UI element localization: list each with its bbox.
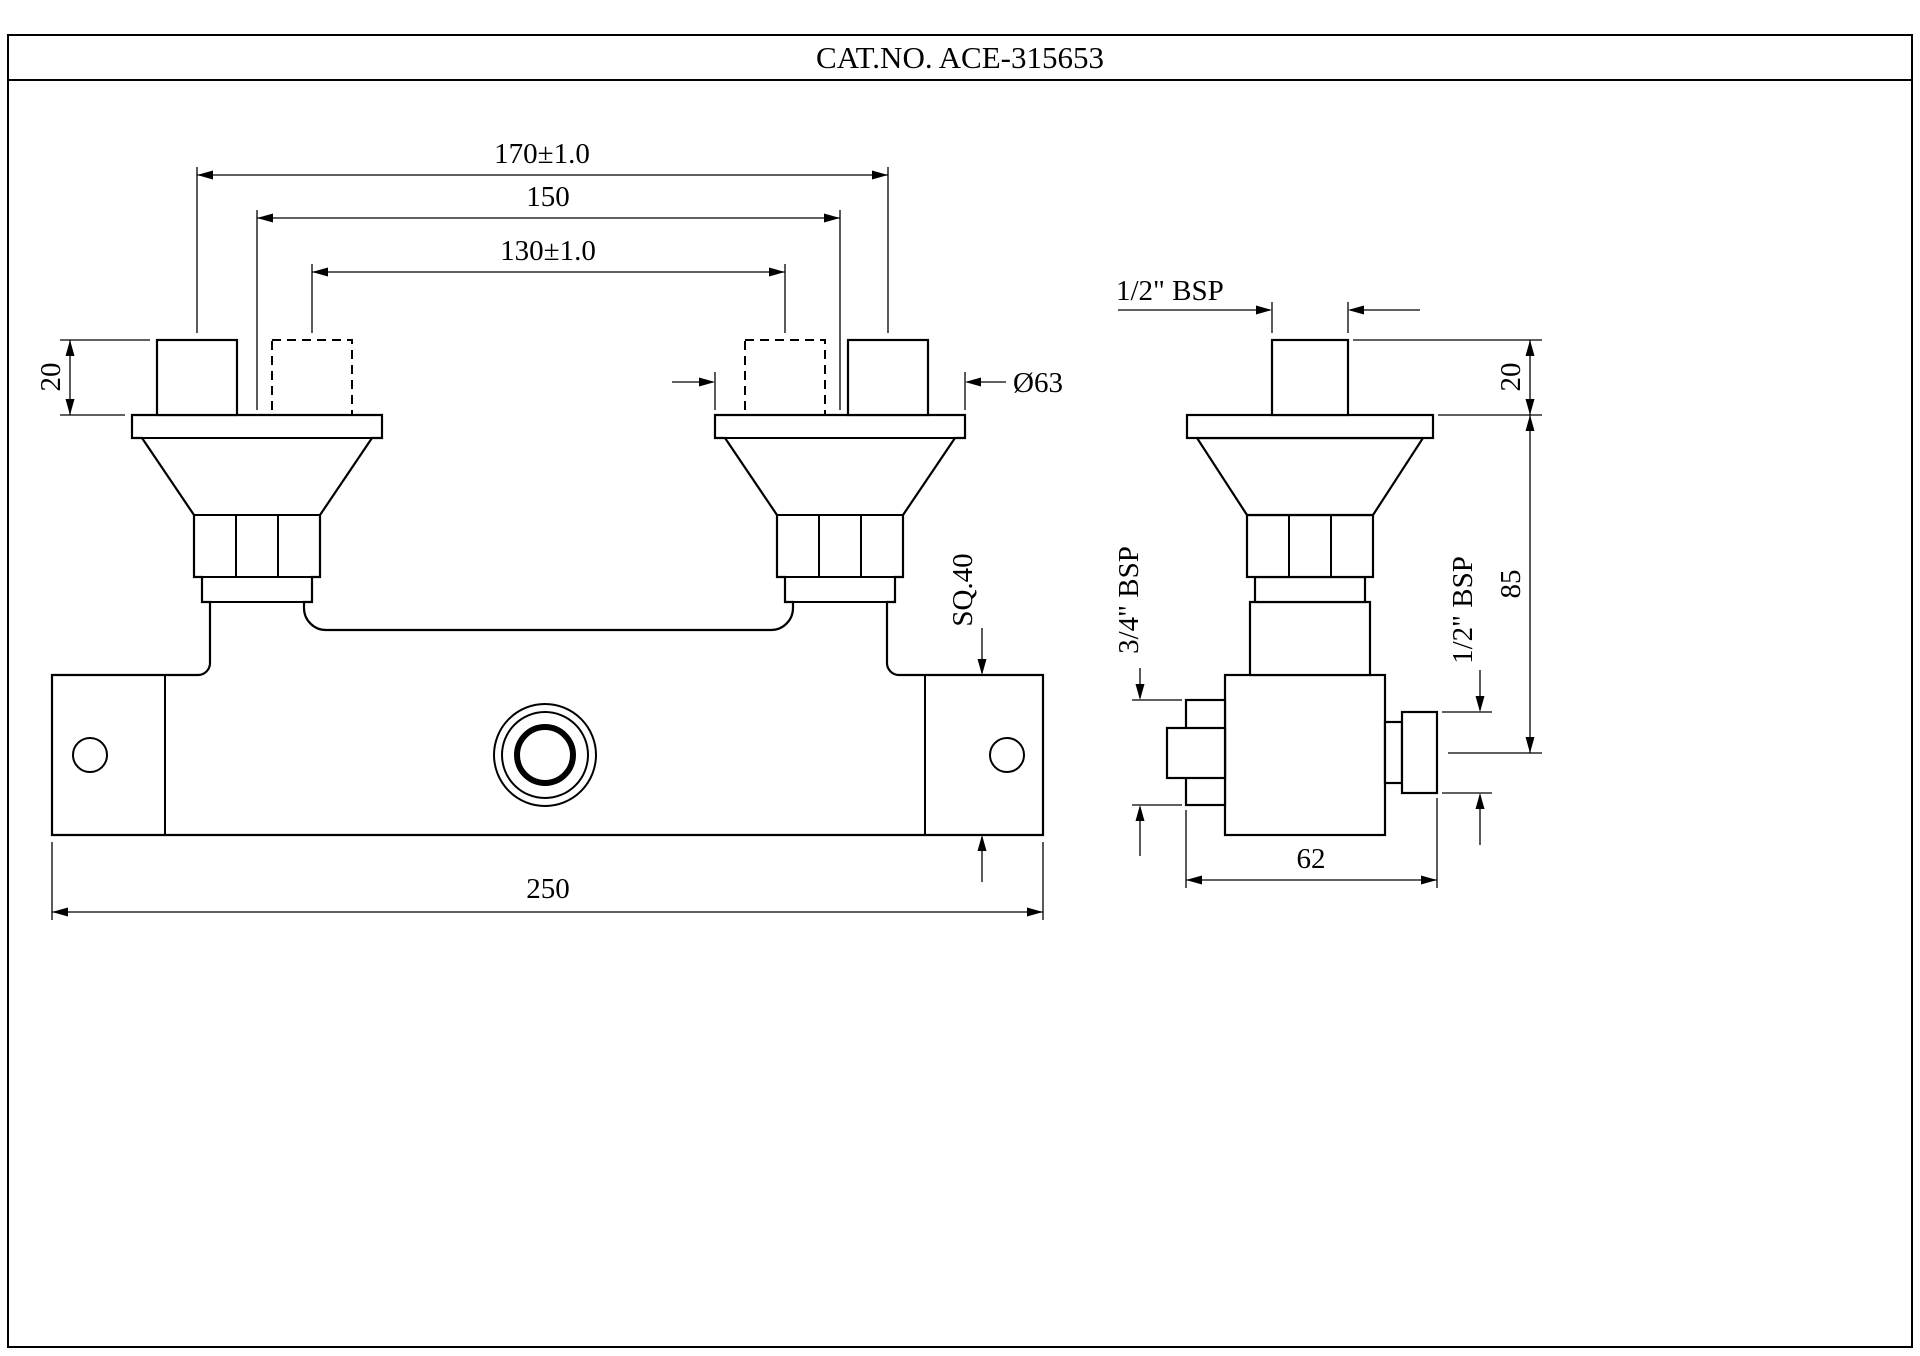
- dimension-170: 170±1.0: [196, 138, 889, 333]
- side-outlet-thread: [1400, 710, 1439, 795]
- dimension-inlet-thread: 1/2" BSP: [1116, 275, 1420, 333]
- center-boss: [493, 703, 597, 807]
- dimension-130: 130±1.0: [311, 235, 786, 333]
- dim-130-label: 130±1.0: [500, 235, 596, 267]
- dim-bottom-outlet-label: 3/4" BSP: [1113, 546, 1145, 654]
- bottom-outlet-stub: [1165, 726, 1227, 780]
- title-block: CAT.NO. ACE-315653: [7, 34, 1913, 1348]
- right-inlet-nipple-hidden: [744, 339, 826, 416]
- dim-170-label: 170±1.0: [494, 138, 590, 170]
- left-inlet-nipple-hidden: [271, 339, 353, 416]
- dim-150-label: 150: [526, 181, 570, 213]
- left-inlet-nipple: [155, 338, 239, 417]
- dimension-62: 62: [1185, 798, 1438, 888]
- right-union-details: [725, 437, 955, 603]
- dimension-d63: Ø63: [672, 367, 1063, 410]
- dimension-bottom-outlet: 3/4" BSP: [1113, 546, 1182, 856]
- sheet-border: [7, 34, 1913, 1348]
- dimension-sq40: SQ.40: [947, 553, 987, 882]
- side-flange-plate: [1185, 413, 1435, 440]
- dimension-20-front: 20: [35, 339, 150, 416]
- side-nut: [1245, 513, 1375, 579]
- side-view: [1165, 338, 1439, 837]
- dim-20-side-label: 20: [1495, 363, 1527, 392]
- dimension-250: 250: [51, 842, 1044, 920]
- dim-85-label: 85: [1495, 570, 1527, 599]
- right-screw: [989, 737, 1025, 773]
- side-inlet-nipple: [1270, 338, 1350, 417]
- dim-250-label: 250: [526, 873, 570, 905]
- catalog-number: CAT.NO. ACE-315653: [816, 40, 1104, 75]
- dim-side-outlet-label: 1/2" BSP: [1447, 556, 1479, 664]
- right-inlet-nipple: [846, 338, 930, 417]
- side-upper-block: [1248, 600, 1372, 677]
- dimension-side-outlet: 1/2" BSP: [1442, 556, 1492, 845]
- left-screw: [72, 737, 108, 773]
- dim-20-front-label: 20: [35, 363, 67, 392]
- front-view: [50, 338, 1045, 837]
- side-collar: [1253, 575, 1367, 604]
- dim-sq40-label: SQ.40: [947, 553, 979, 626]
- side-cone: [1194, 436, 1426, 517]
- dim-62-label: 62: [1297, 843, 1326, 875]
- dim-d63-label: Ø63: [1013, 367, 1063, 399]
- mixer-body-silhouette: [50, 413, 1045, 837]
- dimension-20-side: 20: [1353, 339, 1542, 416]
- side-outlet-neck: [1383, 720, 1404, 785]
- dimension-150: 150: [256, 181, 841, 410]
- left-union-details: [142, 437, 372, 603]
- dim-inlet-thread-label: 1/2" BSP: [1116, 275, 1224, 307]
- side-body: [1223, 673, 1387, 837]
- dimension-85: 85: [1448, 415, 1542, 754]
